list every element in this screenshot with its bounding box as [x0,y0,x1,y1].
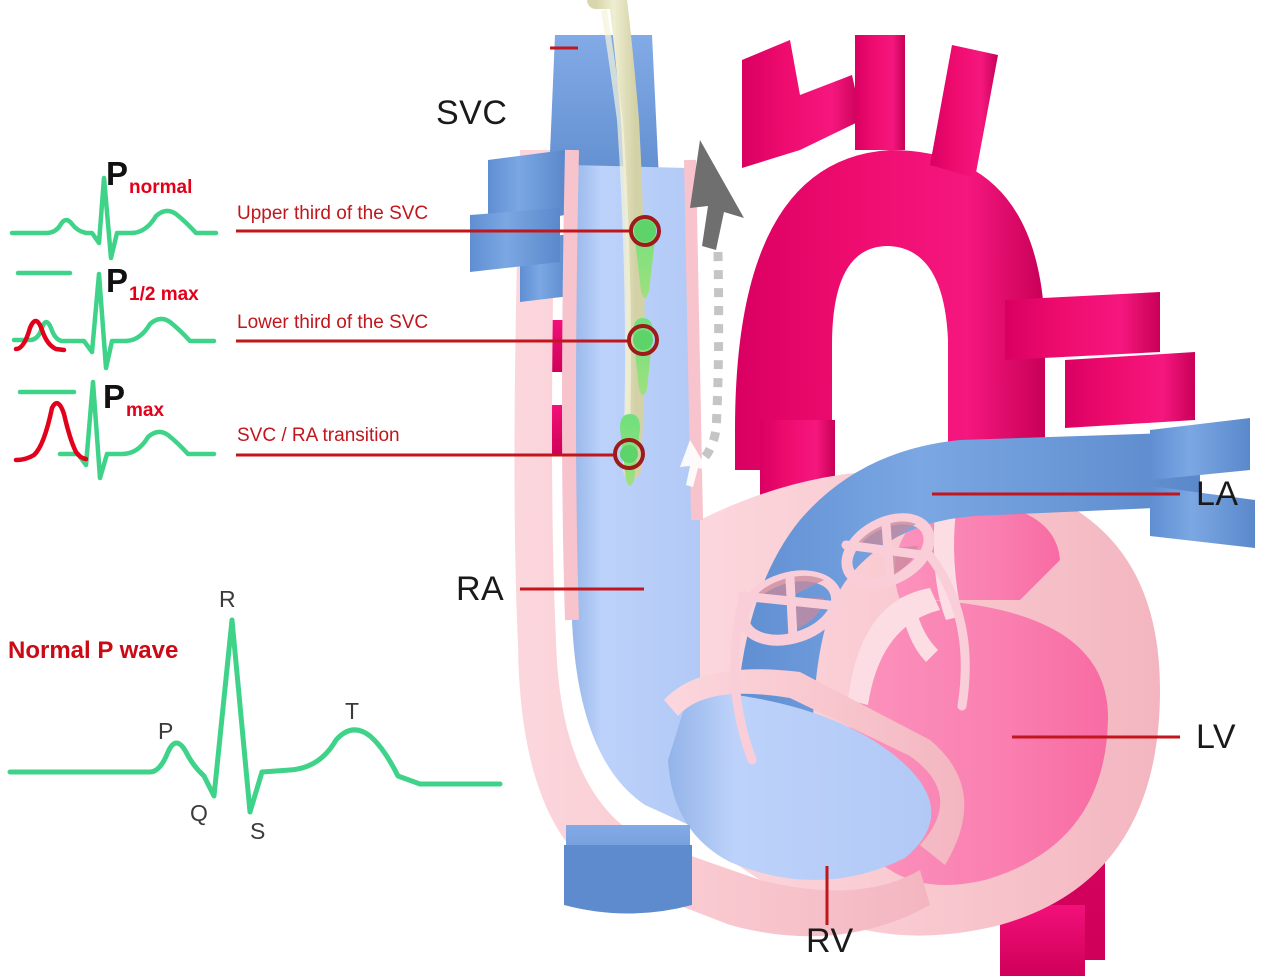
p-letter-normal: P [106,155,129,192]
valve-strut [730,519,970,765]
ecg-label-p-half-max: P1/2 max [106,262,199,305]
semilunar-valves [737,513,935,646]
electrode-marker-fill [620,220,656,463]
marker-leader-lines [236,229,632,457]
label-svc: SVC [436,94,508,132]
normal-p-wave-title: Normal P wave [8,637,179,664]
anatomy-leader-lines [520,492,1180,925]
lead-label-upper-third: Upper third of the SVC [237,203,429,224]
p-subscript-normal: normal [129,177,193,198]
ecg-trace-p-max [57,379,217,481]
ecg-label-p-max: Pmax [103,378,164,421]
wave-label-t: T [345,698,360,724]
lead-label-lower-third: Lower third of the SVC [237,312,429,333]
label-rv: RV [806,922,854,960]
ecg-red-p-half-max [13,318,67,353]
pulmonary-artery [735,418,1255,762]
wave-label-p: P [158,718,174,744]
p-subscript-half-max: 1/2 max [129,284,199,305]
lead-label-svc-ra-transition: SVC / RA transition [237,425,400,446]
ecg-red-p-max [13,401,89,463]
blood-flow-indicator [680,140,744,487]
p-letter-half-max: P [106,262,129,299]
wave-label-r: R [219,586,236,612]
normal-p-wave-path [7,617,503,815]
p-letter-max: P [103,378,126,415]
wave-label-q: Q [190,800,208,826]
wave-label-s: S [250,818,266,844]
electrode-marker-rings [613,215,661,470]
label-ra: RA [456,570,505,608]
ecg-label-p-normal: Pnormal [106,155,192,198]
p-subscript-max: max [126,400,165,421]
label-lv: LV [1196,718,1237,756]
catheter [587,0,645,479]
ecg-trace-p-normal [9,175,219,261]
label-la: LA [1196,475,1239,513]
flow-arrow-icon [690,140,744,250]
